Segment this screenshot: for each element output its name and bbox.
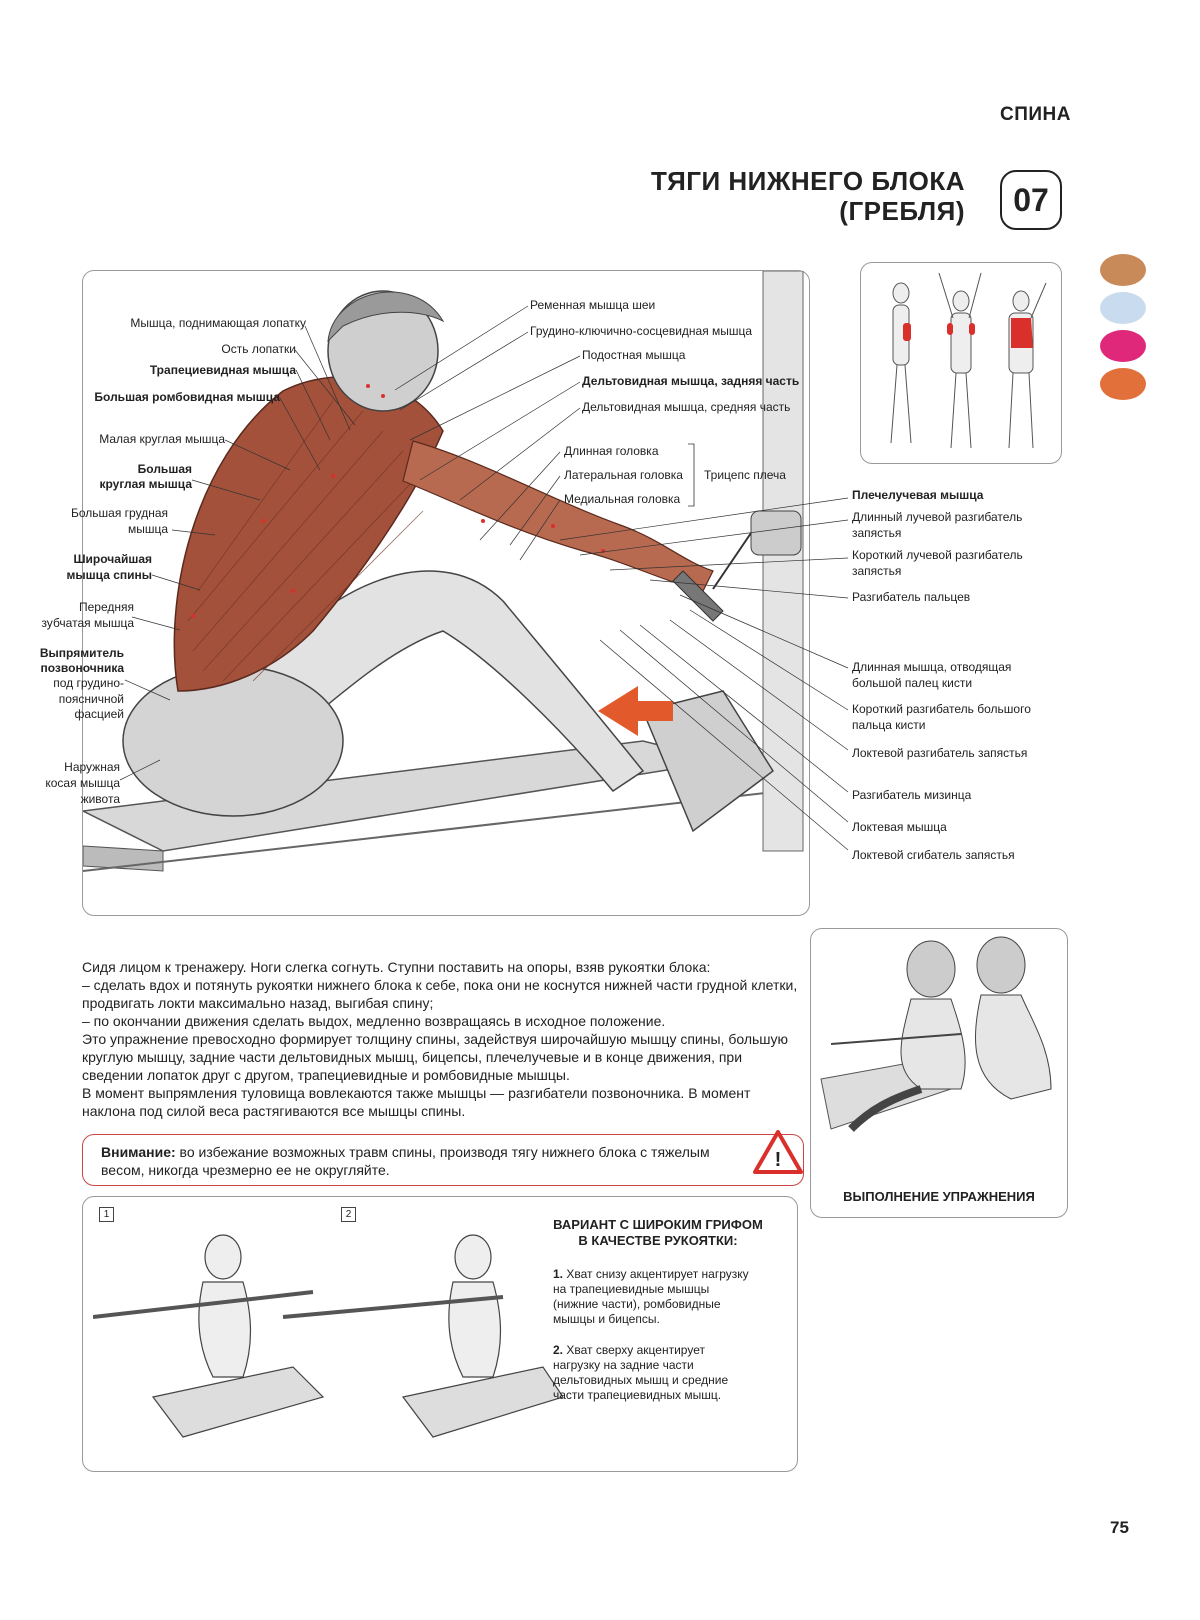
description-paragraph-2: – сделать вдох и потянуть рукоятки нижне… xyxy=(82,977,798,1011)
execution-caption: ВЫПОЛНЕНИЕ УПРАЖНЕНИЯ xyxy=(843,1189,1035,1204)
warning-body: во избежание возможных травм спины, прои… xyxy=(101,1144,710,1178)
label-apl-2: большой палец кисти xyxy=(852,676,973,690)
label-edm: Разгибатель мизинца xyxy=(852,788,972,802)
label-anconeus: Локтевая мышца xyxy=(852,820,947,834)
label-rhomboid-major: Большая ромбовидная мышца xyxy=(94,390,280,404)
label-extensor-digitorum: Разгибатель пальцев xyxy=(852,590,971,604)
section-title: СПИНА xyxy=(1000,104,1071,125)
step-1-label: 1 xyxy=(99,1207,114,1222)
execution-panel: ВЫПОЛНЕНИЕ УПРАЖНЕНИЯ xyxy=(810,928,1068,1218)
warning-text: Внимание: во избежание возможных травм с… xyxy=(101,1143,741,1179)
execution-illustration xyxy=(820,936,1052,1132)
anatomy-illustration xyxy=(80,270,804,872)
label-pectoralis-major-1: Большая грудная xyxy=(71,506,168,520)
page-number: 75 xyxy=(1110,1518,1129,1537)
label-pectoralis-major-2: мышца xyxy=(127,522,168,536)
variant-item-2: 2. Хват сверху акцентирует нагрузку на з… xyxy=(553,1343,753,1403)
label-triceps-lateral-head: Латеральная головка xyxy=(564,468,683,482)
label-epb-1: Короткий разгибатель большого xyxy=(852,702,1031,716)
label-teres-major-2: круглая мышца xyxy=(99,477,192,491)
label-infraspinatus: Подостная мышца xyxy=(582,348,686,362)
label-apl-1: Длинная мышца, отводящая xyxy=(852,660,1012,674)
label-ecu: Локтевой разгибатель запястья xyxy=(852,746,1028,760)
label-triceps-medial-head: Медиальная головка xyxy=(564,492,681,506)
variant-illustrations xyxy=(93,1234,563,1438)
label-ecrl-2: запястья xyxy=(852,526,902,540)
description-paragraph-5: В момент выпрямления туловища вовлекаютс… xyxy=(82,1085,751,1119)
label-trapezius: Трапециевидная мышца xyxy=(149,363,296,377)
label-teres-minor: Малая круглая мышца xyxy=(99,432,225,446)
variant-item-1: 1. Хват снизу акцентирует нагрузку на тр… xyxy=(553,1267,753,1327)
muscle-map-panel xyxy=(860,262,1062,464)
title-line-2: (ГРЕБЛЯ) xyxy=(839,196,965,226)
variant-title-1: ВАРИАНТ С ШИРОКИМ ГРИФОМ xyxy=(553,1217,763,1232)
warning-triangle-icon: ! xyxy=(753,1130,803,1174)
label-triceps: Трицепс плеча xyxy=(704,468,786,482)
color-dot-4 xyxy=(1100,368,1146,400)
label-splenius: Ременная мышца шеи xyxy=(530,298,656,312)
anatomy-illustration-panel xyxy=(80,270,810,916)
label-external-oblique-2: косая мышца xyxy=(45,776,120,790)
color-dot-2 xyxy=(1100,292,1146,324)
label-ecrb-2: запястья xyxy=(852,564,902,578)
warning-label: Внимание: xyxy=(101,1144,176,1160)
label-deltoid-posterior: Дельтовидная мышца, задняя часть xyxy=(582,374,800,388)
color-dot-3 xyxy=(1100,330,1146,362)
warning-box: Внимание: во избежание возможных травм с… xyxy=(82,1134,804,1186)
variant-item-2-text: Хват сверху акцентирует нагрузку на задн… xyxy=(553,1343,729,1402)
description-paragraph-1: Сидя лицом к тренажеру. Ноги слегка согн… xyxy=(82,959,711,975)
label-erector-2: позвоночника xyxy=(40,661,124,675)
label-external-oblique-1: Наружная xyxy=(64,760,120,774)
exercise-number-badge: 07 xyxy=(1000,170,1062,230)
step-2-label: 2 xyxy=(341,1207,356,1222)
label-scapular-spine: Ость лопатки xyxy=(221,342,296,356)
label-sternocleidomastoid: Грудино-ключично-сосцевидная мышца xyxy=(530,324,753,338)
label-erector-4: поясничной xyxy=(58,692,124,706)
color-dot-1 xyxy=(1100,254,1146,286)
label-erector-1: Выпрямитель xyxy=(39,646,124,660)
page-title: ТЯГИ НИЖНЕГО БЛОКА (ГРЕБЛЯ) xyxy=(651,166,965,226)
label-serratus-1: Передняя xyxy=(78,600,134,614)
label-fcu: Локтевой сгибатель запястья xyxy=(852,848,1015,862)
variant-item-2-num: 2. xyxy=(553,1343,564,1357)
label-latissimus-2: мышца спины xyxy=(66,568,152,582)
label-ecrl-1: Длинный лучевой разгибатель xyxy=(852,510,1023,524)
description-paragraph-3: – по окончании движения сделать выдох, м… xyxy=(82,1013,666,1029)
muscle-map-figures xyxy=(890,272,1047,449)
label-teres-major-1: Большая xyxy=(137,462,192,476)
label-serratus-2: зубчатая мышца xyxy=(41,616,134,630)
description-paragraph-4: Это упражнение превосходно формирует тол… xyxy=(82,1031,789,1083)
label-brachioradialis: Плечелучевая мышца xyxy=(852,488,984,502)
label-epb-2: пальца кисти xyxy=(852,718,926,732)
variant-item-1-text: Хват снизу акцентирует нагрузку на трапе… xyxy=(553,1267,749,1326)
svg-text:!: ! xyxy=(775,1149,782,1171)
label-deltoid-middle: Дельтовидная мышца, средняя часть xyxy=(582,400,791,414)
variant-text-block: ВАРИАНТ С ШИРОКИМ ГРИФОМ В КАЧЕСТВЕ РУКО… xyxy=(543,1217,773,1403)
label-erector-3: под грудино- xyxy=(53,676,124,690)
variant-title-2: В КАЧЕСТВЕ РУКОЯТКИ: xyxy=(578,1233,738,1248)
exercise-description: Сидя лицом к тренажеру. Ноги слегка согн… xyxy=(82,958,802,1120)
label-levator-scapulae: Мышца, поднимающая лопатку xyxy=(130,316,306,330)
label-erector-5: фасцией xyxy=(74,707,125,721)
variant-item-1-num: 1. xyxy=(553,1267,564,1281)
label-external-oblique-3: живота xyxy=(80,792,120,806)
label-triceps-long-head: Длинная головка xyxy=(564,444,659,458)
label-latissimus-1: Широчайшая xyxy=(73,552,153,566)
variant-panel: 1 2 ВАРИАНТ С ШИРОКИМ ГРИФОМ В КАЧЕСТВЕ … xyxy=(82,1196,798,1472)
title-line-1: ТЯГИ НИЖНЕГО БЛОКА xyxy=(651,166,965,196)
label-ecrb-1: Короткий лучевой разгибатель xyxy=(852,548,1023,562)
